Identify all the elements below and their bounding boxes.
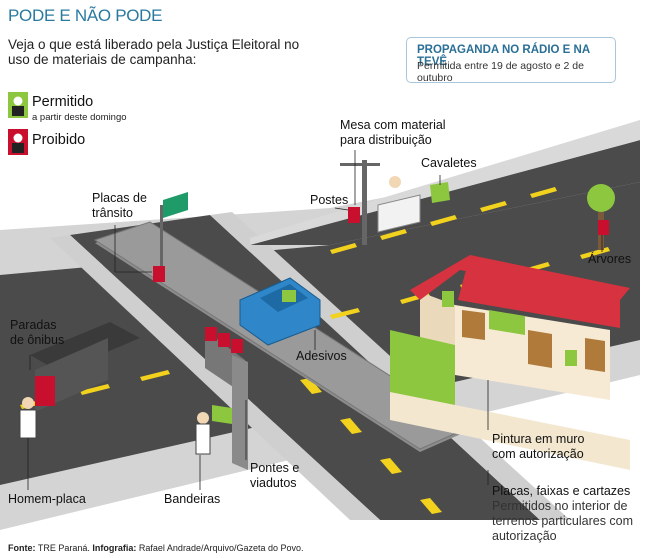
lane-markings-cross [300, 378, 442, 514]
tree-top [587, 184, 615, 212]
traffic-sign-pole [160, 205, 163, 275]
label-poles: Postes [310, 193, 349, 207]
label-traffic-signs-line1: Placas de [92, 191, 147, 205]
label-stickers: Adesivos [296, 349, 347, 363]
label-table-line2: para distribuição [340, 133, 432, 147]
infographic-credit: Rafael Andrade/Arquivo/Gazeta do Povo. [138, 543, 304, 553]
radio-tv-sub: Permitida entre 19 de agosto e 2 de outu… [417, 60, 584, 84]
house-window-3 [585, 338, 605, 372]
traffic-sign-board [163, 192, 188, 218]
flag-person [195, 405, 232, 455]
label-bridges: Pontes e viadutos [250, 461, 299, 491]
easel [430, 182, 450, 203]
infographic-label: Infografia: [92, 543, 137, 553]
ground-yard [390, 392, 630, 470]
page-title: PODE E NÃO PODE [8, 6, 163, 25]
intro-text: Veja o que está liberado pela Justiça El… [8, 37, 300, 67]
radio-tv-heading: PROPAGANDA NO RÁDIO E NA TEVÊ [417, 44, 590, 68]
viaduct-pillar [232, 355, 248, 470]
allowed-markers [282, 290, 577, 366]
label-table: Mesa com material para distribuição [340, 118, 446, 148]
label-bus-stops-line1: Paradas [10, 318, 57, 332]
label-signs-sub3: autorização [492, 529, 557, 543]
legend-forbidden-label: Proibido [32, 132, 86, 148]
leader-lines [27, 150, 603, 490]
label-trees: Árvores [588, 252, 632, 266]
label-bridges-line1: Pontes e [250, 461, 300, 475]
label-signs-title: Placas, faixas e cartazes [492, 484, 631, 498]
label-bus-stops-line2: de ônibus [10, 333, 65, 347]
label-wall-line2: com autorização [492, 447, 584, 461]
forbidden-markers [153, 207, 609, 353]
allowed-icon [8, 92, 28, 118]
bus-stop-roof [30, 322, 140, 372]
forbidden-icon [8, 129, 28, 155]
label-bridges-line2: viadutos [250, 476, 297, 490]
pole [362, 160, 367, 245]
legend-forbidden [8, 129, 28, 160]
cross-sidewalk-a [50, 235, 380, 520]
source-line: Fonte: TRE Paraná. Infografia: Rafael An… [8, 543, 304, 553]
label-signs-sub1: Permitidos no interior de [492, 499, 628, 513]
label-wall-line1: Pintura em muro [492, 432, 585, 446]
label-easels: Cavaletes [421, 156, 477, 170]
source-text: TRE Paraná. [37, 543, 90, 553]
label-traffic-signs: Placas de trânsito [92, 191, 147, 221]
label-wall: Pintura em muro com autorização [492, 432, 584, 462]
label-flags: Bandeiras [164, 492, 221, 506]
legend-allowed [8, 92, 28, 123]
label-traffic-signs-line2: trânsito [92, 206, 133, 220]
label-bus-stops: Paradas de ônibus [10, 318, 64, 348]
house-window-2 [528, 330, 552, 368]
sandwich-man [19, 397, 37, 439]
house-banner [489, 310, 525, 335]
vendor-head [389, 176, 401, 188]
table [377, 194, 421, 233]
house-window-1 [462, 310, 485, 340]
legend-allowed-sub: a partir deste domingo [32, 112, 127, 123]
label-signs-sub2: terrenos particulares com [492, 514, 634, 528]
label-sandwich-man: Homem-placa [8, 492, 86, 506]
radio-tv-box: PROPAGANDA NO RÁDIO E NA TEVÊ Permitida … [406, 37, 616, 84]
source-prefix: Fonte: [8, 543, 36, 553]
label-signs: Placas, faixas e cartazes Permitidos no … [492, 484, 633, 544]
label-table-line1: Mesa com material [340, 118, 446, 132]
legend-allowed-label: Permitido [32, 94, 94, 110]
